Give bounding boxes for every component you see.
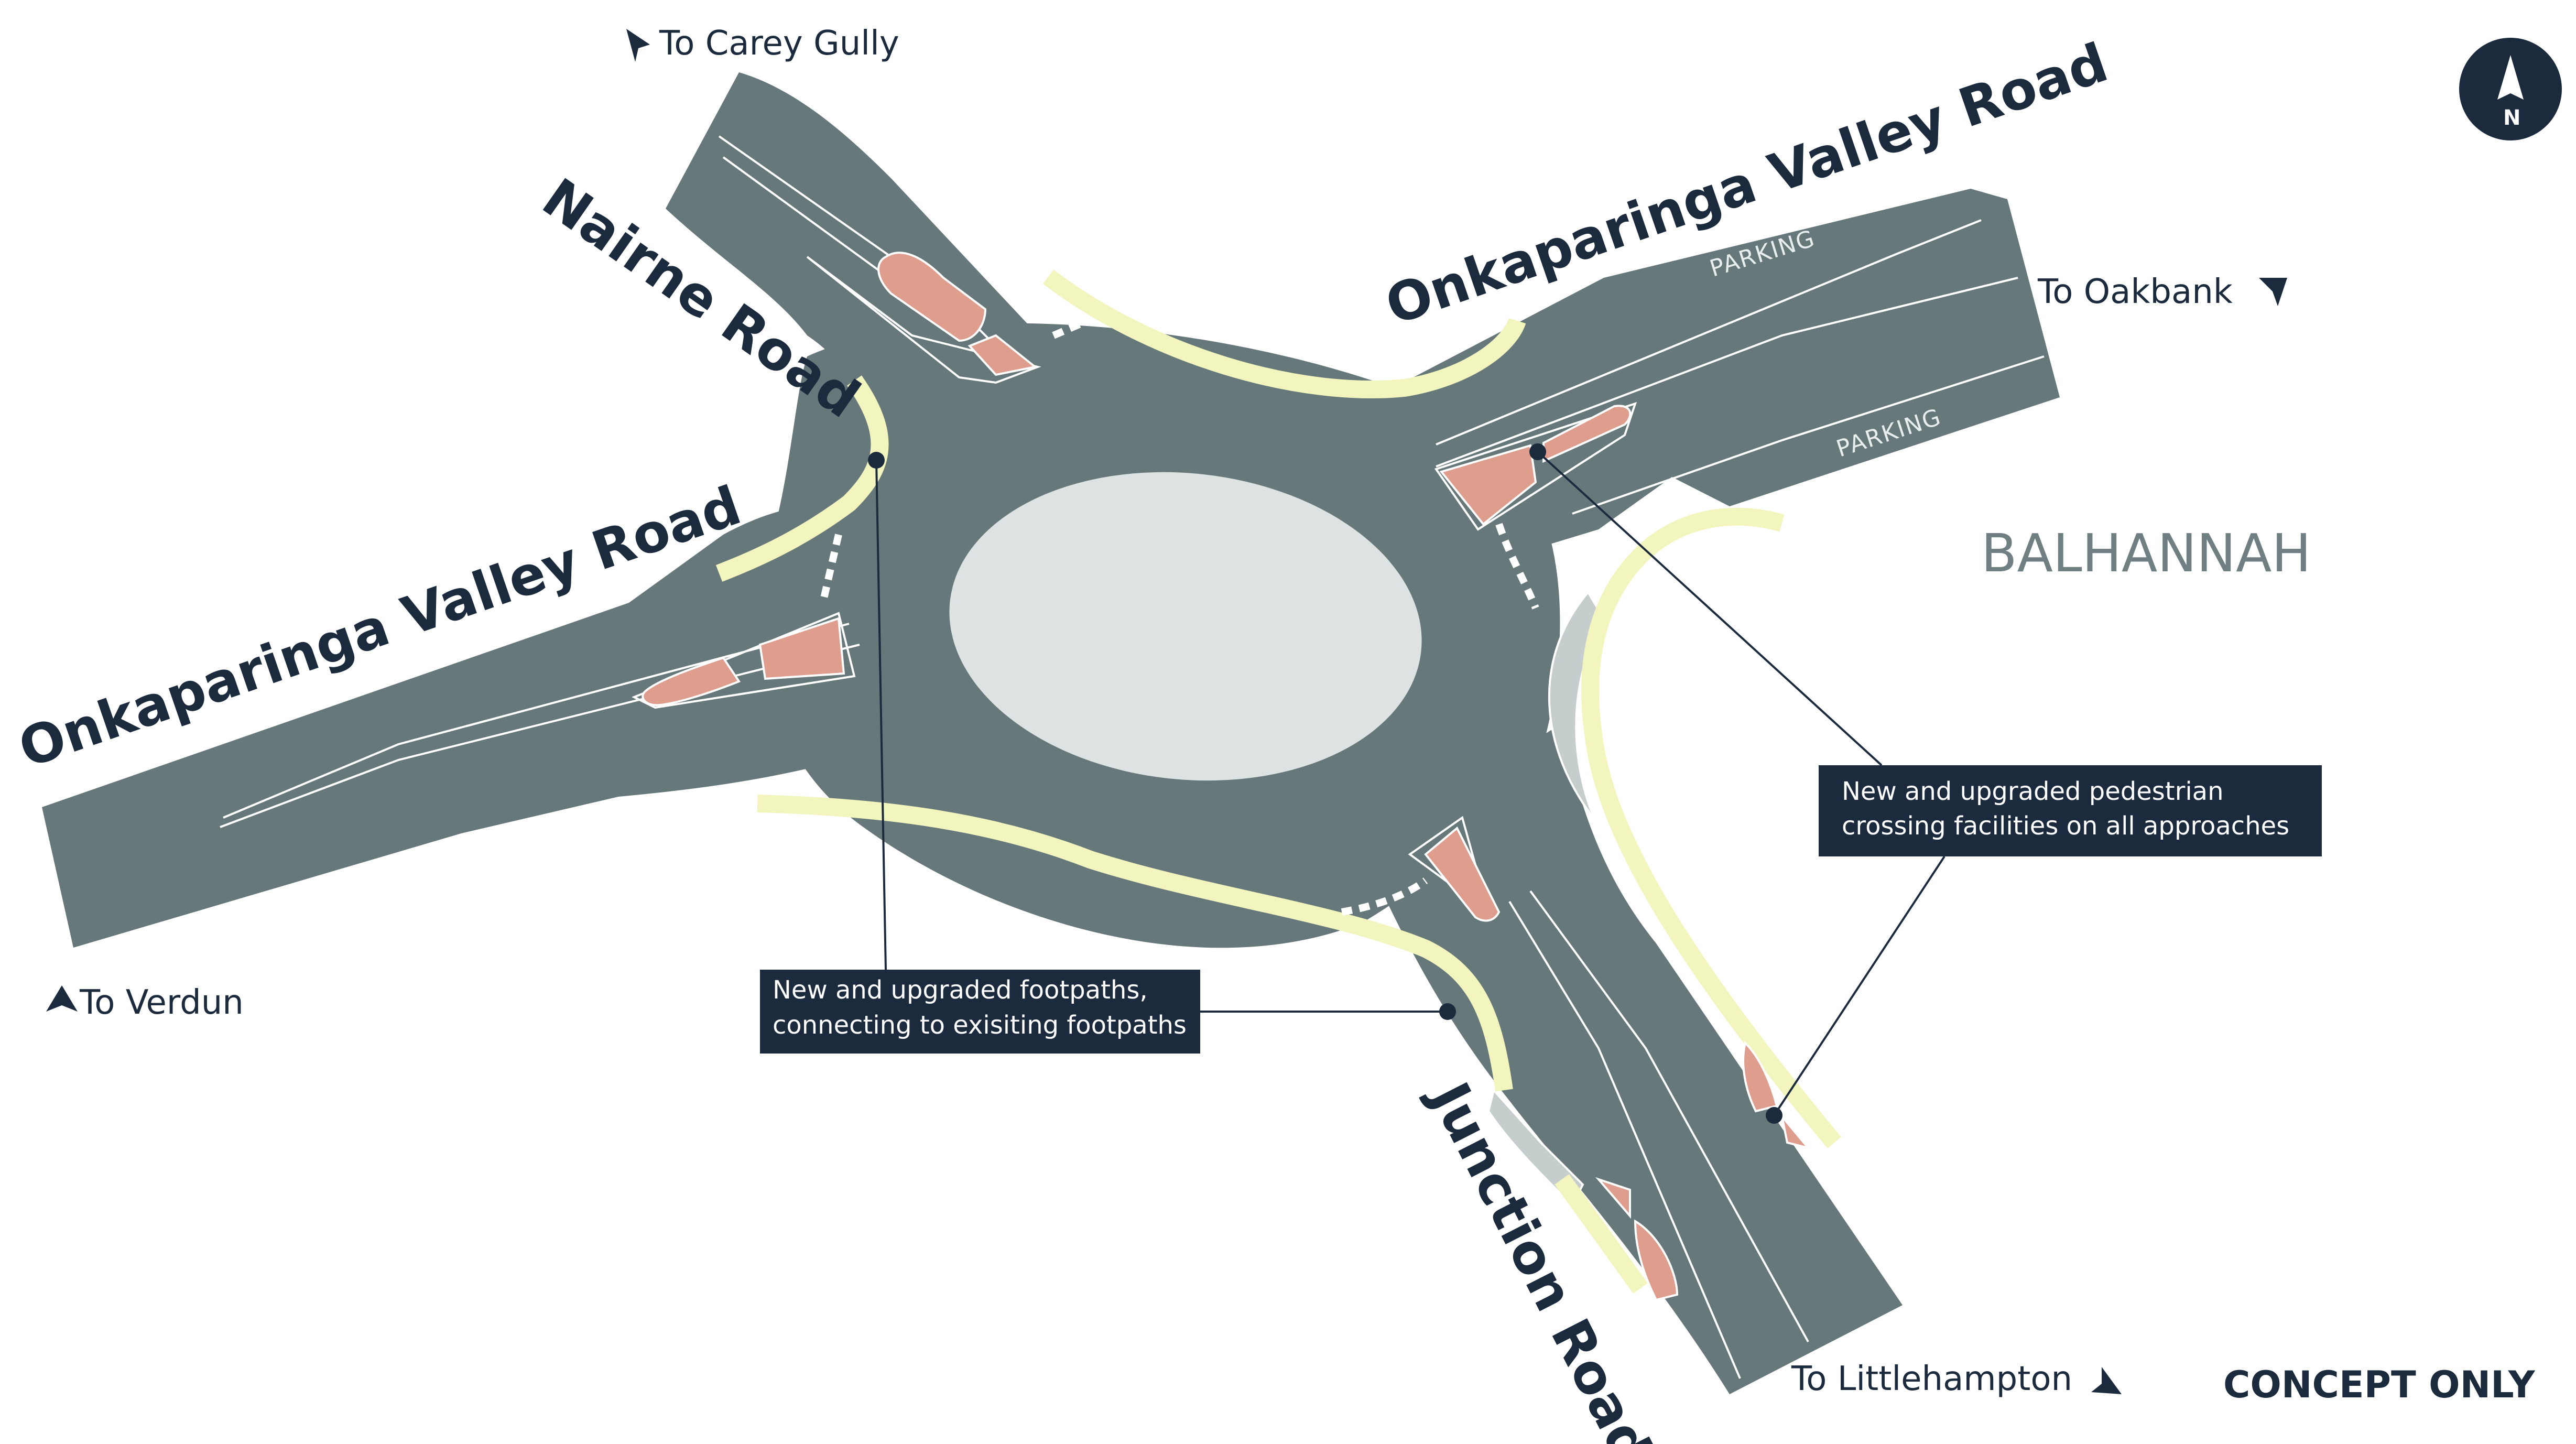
- concept-only-stamp: CONCEPT ONLY: [2223, 1363, 2536, 1406]
- road-surface: [42, 72, 2060, 1394]
- pedestrian-crossings: [819, 316, 1539, 916]
- median-nairne-1: [877, 252, 987, 342]
- direction-arrow-icon: [2091, 1367, 2122, 1394]
- verge-east: [1548, 590, 1605, 839]
- svg-text:To Carey Gully: To Carey Gully: [659, 24, 899, 63]
- svg-text:To Littlehampton: To Littlehampton: [1791, 1360, 2072, 1398]
- town-label: BALHANNAH: [1981, 523, 2311, 584]
- svg-text:N: N: [2503, 106, 2520, 130]
- destination-oakbank: To Oakbank: [2037, 273, 2287, 311]
- north-arrow-icon: N: [2459, 38, 2562, 140]
- median-junction-1: [1424, 826, 1501, 922]
- svg-text:To Oakbank: To Oakbank: [2037, 273, 2233, 311]
- median-east-1: [1439, 444, 1537, 526]
- svg-text:To Verdun: To Verdun: [79, 983, 244, 1022]
- median-south-2: [1781, 1115, 1811, 1150]
- median-west-2: [758, 617, 845, 680]
- callout-crossings: New and upgraded pedestrian crossing fac…: [1529, 443, 2322, 1124]
- svg-text:crossing facilities on all app: crossing facilities on all approaches: [1842, 811, 2289, 841]
- svg-text:New and upgraded footpaths,: New and upgraded footpaths,: [773, 975, 1148, 1005]
- destination-littlehampton: To Littlehampton: [1791, 1360, 2122, 1398]
- central-island: [949, 472, 1422, 781]
- median-nairne-2: [968, 334, 1038, 376]
- svg-text:New and upgraded pedestrian: New and upgraded pedestrian: [1842, 777, 2223, 806]
- median-south-1: [1742, 1041, 1778, 1113]
- callout-footpaths: New and upgraded footpaths, connecting t…: [760, 452, 1456, 1054]
- median-south-3: [1595, 1177, 1631, 1219]
- destination-verdun: To Verdun: [46, 983, 244, 1022]
- median-islands: [632, 252, 1811, 1301]
- destination-carey-gully: To Carey Gully: [626, 24, 899, 63]
- median-west-1: [642, 656, 741, 707]
- direction-arrow-icon: [46, 985, 78, 1012]
- crossing-junction: [1341, 877, 1428, 916]
- median-east-2: [1542, 405, 1632, 463]
- median-south-4: [1634, 1219, 1679, 1301]
- svg-text:connecting to exisiting footpa: connecting to exisiting footpaths: [773, 1011, 1187, 1040]
- footpaths: [715, 269, 1842, 1294]
- crossing-east: [1495, 523, 1539, 610]
- direction-arrow-icon: [2259, 278, 2287, 306]
- crossing-nairne: [1052, 316, 1092, 339]
- crossing-west: [819, 534, 842, 604]
- direction-arrow-icon: [626, 29, 650, 62]
